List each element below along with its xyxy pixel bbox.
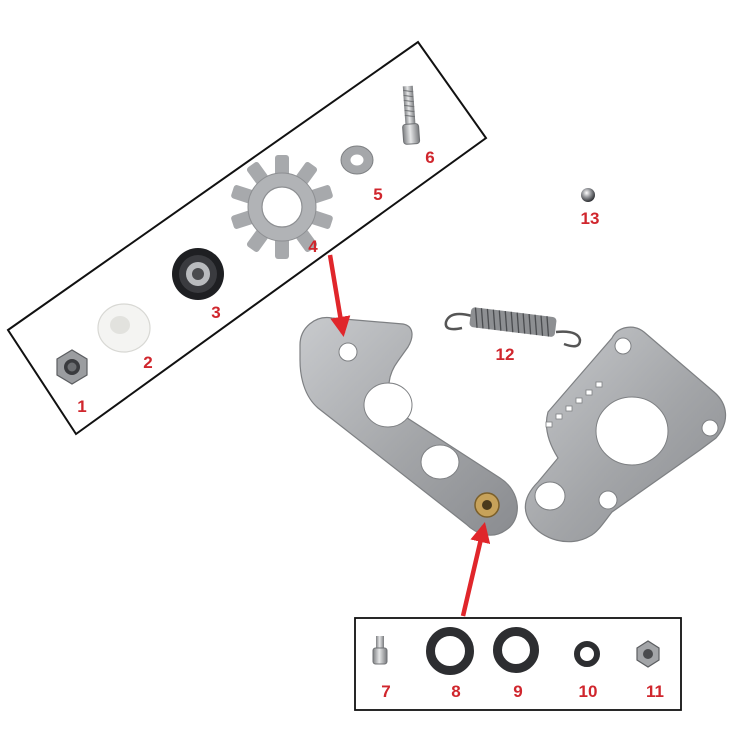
- part-label-12: 12: [496, 345, 515, 364]
- part-label-3: 3: [211, 303, 220, 322]
- lower-parts-box: [354, 617, 682, 711]
- rubber-washer-large-icon: [426, 627, 474, 675]
- part-label-10: 10: [579, 682, 598, 701]
- part-label-13: 13: [581, 209, 600, 228]
- washer-icon: [340, 145, 374, 175]
- part-label-9: 9: [513, 682, 522, 701]
- upper-parts-box: [6, 40, 488, 436]
- part-label-11: 11: [646, 682, 664, 701]
- short-bolt-icon: [372, 636, 388, 665]
- mounting-bracket-plate: [524, 326, 727, 543]
- part-label-6: 6: [425, 148, 434, 167]
- part-label-5: 5: [373, 185, 382, 204]
- part-label-8: 8: [451, 682, 460, 701]
- part-label-2: 2: [143, 353, 152, 372]
- rubber-washer-small-icon: [574, 641, 600, 667]
- steel-ball-icon: [581, 188, 595, 202]
- tensioner-arm-plate: [299, 317, 518, 536]
- part-label-1: 1: [77, 397, 86, 416]
- bearing-icon: [172, 248, 224, 300]
- hex-nut-icon: [636, 640, 660, 668]
- nylon-bushing-icon: [97, 303, 151, 353]
- part-label-7: 7: [381, 682, 390, 701]
- arrow-sprocket-to-plate: [327, 254, 351, 337]
- part-label-4: 4: [308, 237, 318, 256]
- tension-spring-icon: [444, 307, 582, 348]
- rubber-washer-large-icon: [493, 627, 539, 673]
- lock-nut-icon: [56, 349, 88, 385]
- arrow-lower-kit-to-pivot: [460, 522, 491, 617]
- bolt-icon: [402, 85, 421, 145]
- sprocket-icon: [230, 155, 334, 259]
